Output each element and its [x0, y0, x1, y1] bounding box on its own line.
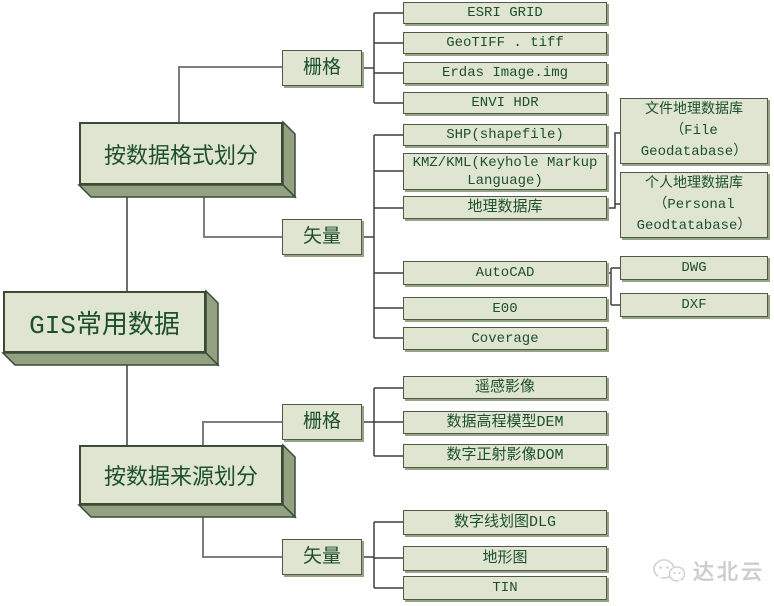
node-file-geodatabase: 文件地理数据库（File Geodatabase） — [620, 98, 768, 164]
node-tin: TIN — [403, 576, 607, 600]
watermark-text: 达北云 — [693, 561, 765, 584]
node-dem: 数据高程模型DEM — [403, 411, 607, 434]
node-esri-grid: ESRI GRID — [403, 2, 607, 24]
node-format-raster: 栅格 — [282, 50, 362, 86]
node-dlg: 数字线划图DLG — [403, 510, 607, 535]
node-envi-hdr: ENVI HDR — [403, 92, 607, 114]
node-dom: 数字正射影像DOM — [403, 444, 607, 468]
node-root: GIS常用数据 — [3, 291, 206, 353]
node-source-vector: 矢量 — [282, 539, 362, 575]
chat-bubbles-logo — [653, 559, 686, 584]
node-topographic-map: 地形图 — [403, 546, 607, 571]
watermark: 达北云 — [651, 556, 765, 586]
tree-connectors — [126, 12, 620, 589]
node-erdas-image: Erdas Image.img — [403, 62, 607, 84]
node-source-raster: 栅格 — [282, 404, 362, 440]
node-autocad: AutoCAD — [403, 261, 607, 285]
node-remote-sensing-image: 遥感影像 — [403, 376, 607, 399]
node-geotiff: GeoTIFF . tiff — [403, 32, 607, 54]
node-format-vector: 矢量 — [282, 219, 362, 255]
node-kmz-kml: KMZ/KML(Keyhole Markup Language) — [403, 153, 607, 190]
branch-elbow-connectors — [178, 66, 282, 558]
node-e00: E00 — [403, 297, 607, 320]
node-personal-geodatabase: 个人地理数据库（Personal Geodtatabase） — [620, 172, 768, 238]
node-coverage: Coverage — [403, 327, 607, 350]
node-dxf: DXF — [620, 293, 768, 317]
box-3d-extrusions — [1, 120, 297, 519]
node-dwg: DWG — [620, 256, 768, 280]
node-by-format: 按数据格式划分 — [79, 122, 283, 185]
node-geodatabase: 地理数据库 — [403, 196, 607, 219]
node-by-source: 按数据来源划分 — [79, 445, 283, 505]
node-shp: SHP(shapefile) — [403, 124, 607, 146]
